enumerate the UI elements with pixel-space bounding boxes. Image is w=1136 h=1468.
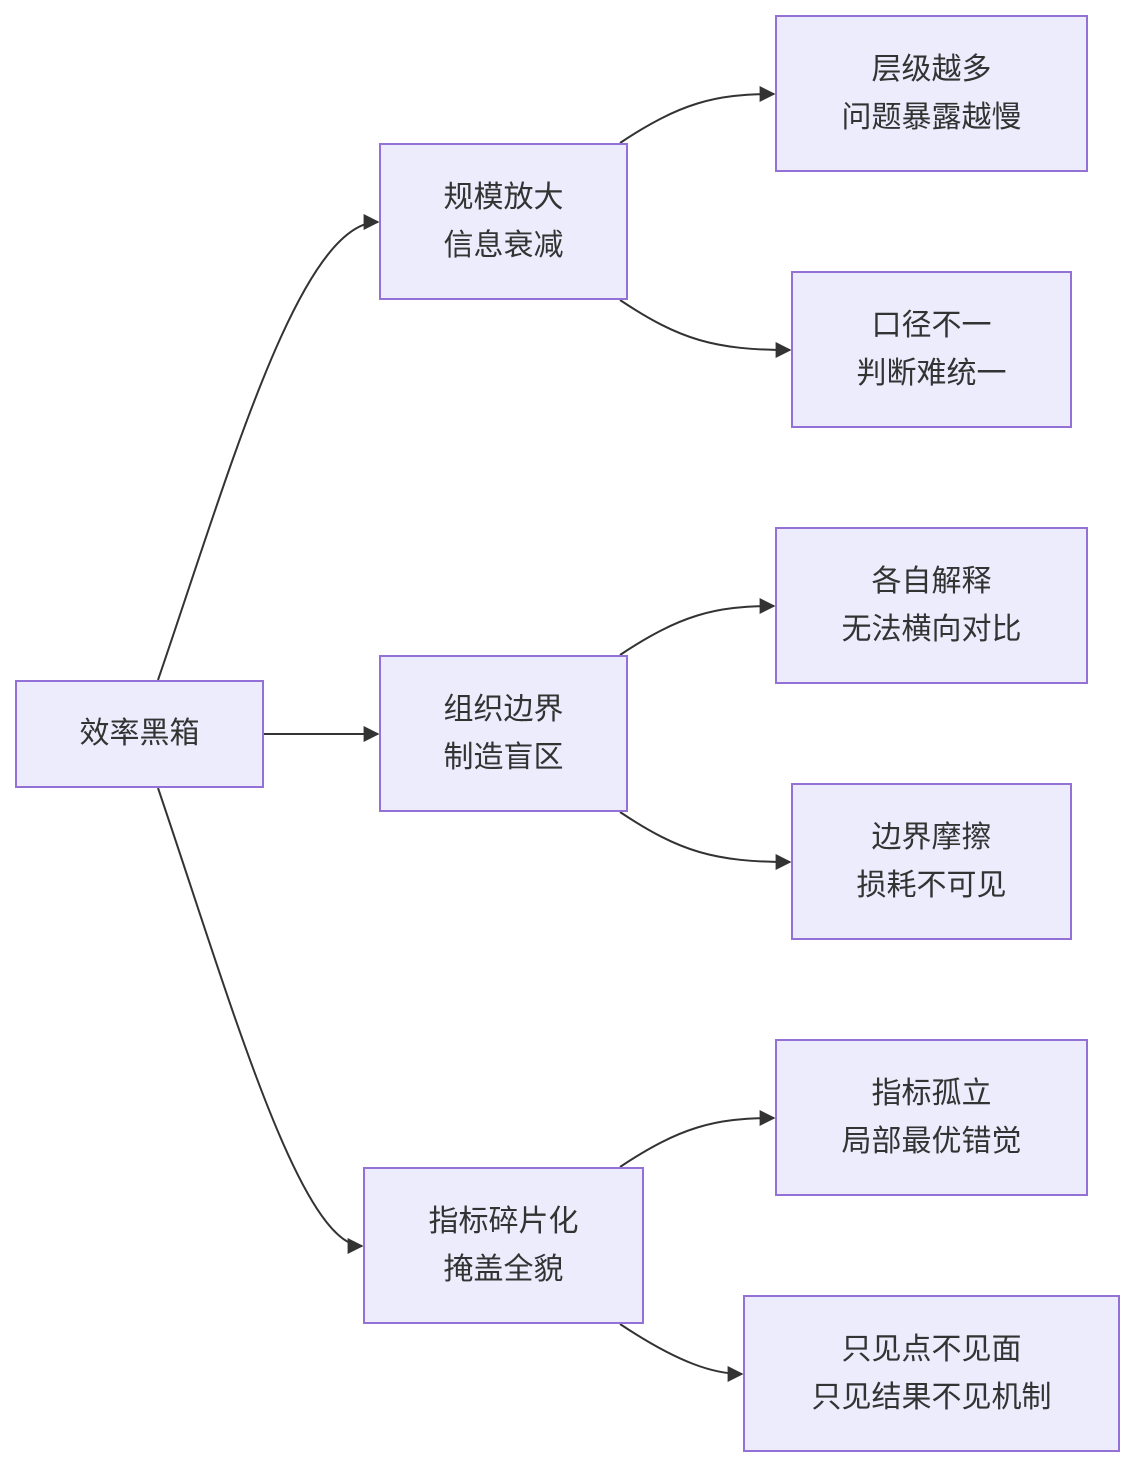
- node-metrics-line-1: 指标碎片化: [428, 1203, 579, 1239]
- node-friction: 边界摩擦 损耗不可见: [791, 783, 1072, 940]
- node-scale-line-1: 规模放大: [443, 179, 564, 215]
- node-boundary-line-1: 组织边界: [443, 691, 564, 727]
- node-points-line-1: 只见点不见面: [841, 1331, 1022, 1367]
- edge-boundary-to-friction: [619, 811, 792, 870]
- node-isolated: 指标孤立 局部最优错觉: [775, 1039, 1088, 1196]
- node-layers: 层级越多 问题暴露越慢: [775, 15, 1088, 172]
- node-scale: 规模放大 信息衰减: [379, 143, 628, 300]
- edge-metrics-to-points: [619, 1323, 744, 1382]
- edge-scale-to-caliber: [619, 299, 792, 358]
- node-caliber: 口径不一 判断难统一: [791, 271, 1072, 428]
- node-interpret: 各自解释 无法横向对比: [775, 527, 1088, 684]
- edge-root-to-scale: [157, 214, 380, 681]
- edge-scale-to-layers: [619, 86, 776, 144]
- node-isolated-line-2: 局部最优错觉: [841, 1123, 1022, 1159]
- node-root-line-1: 效率黑箱: [79, 716, 200, 751]
- node-interpret-line-2: 无法横向对比: [841, 611, 1022, 647]
- node-interpret-line-1: 各自解释: [871, 563, 992, 599]
- node-friction-line-2: 损耗不可见: [856, 867, 1007, 903]
- node-layers-line-1: 层级越多: [871, 51, 992, 87]
- node-layers-line-2: 问题暴露越慢: [841, 99, 1022, 135]
- node-boundary-line-2: 制造盲区: [443, 739, 564, 775]
- node-points: 只见点不见面 只见结果不见机制: [743, 1295, 1120, 1452]
- node-root: 效率黑箱: [15, 680, 264, 788]
- edge-root-to-metrics: [157, 787, 364, 1254]
- node-caliber-line-1: 口径不一: [871, 307, 992, 343]
- node-boundary: 组织边界 制造盲区: [379, 655, 628, 812]
- edge-boundary-to-interpret: [619, 598, 776, 656]
- node-isolated-line-1: 指标孤立: [871, 1075, 992, 1111]
- node-metrics: 指标碎片化 掩盖全貌: [363, 1167, 644, 1324]
- node-scale-line-2: 信息衰减: [443, 227, 564, 263]
- edge-metrics-to-isolated: [619, 1110, 776, 1168]
- node-friction-line-1: 边界摩擦: [871, 819, 992, 855]
- node-metrics-line-2: 掩盖全貌: [443, 1251, 564, 1287]
- node-caliber-line-2: 判断难统一: [856, 355, 1007, 391]
- node-points-line-2: 只见结果不见机制: [811, 1379, 1052, 1415]
